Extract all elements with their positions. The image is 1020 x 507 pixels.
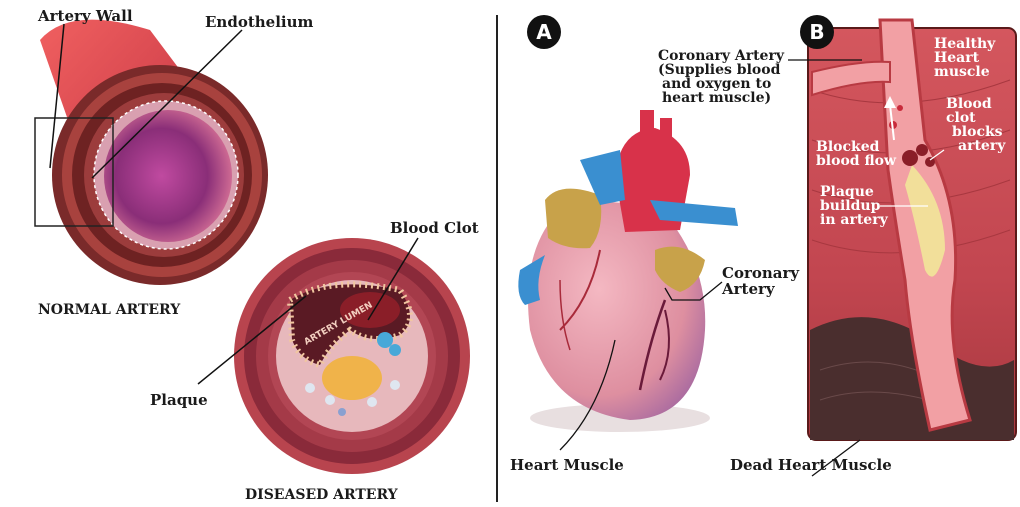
heart-illustration [518,110,738,432]
label-diseased-artery: DISEASED ARTERY [245,487,398,503]
label-dead-heart-muscle: Dead Heart Muscle [730,457,892,473]
label-heart-muscle: Heart Muscle [510,457,624,473]
badge-a: A [527,15,561,49]
normal-artery-illustration [35,20,268,285]
label-blood-clot: Blood Clot [390,220,479,236]
label-plaque: Plaque [150,392,208,408]
badge-b: B [800,15,834,49]
label-artery-wall: Artery Wall [38,8,133,24]
label-normal-artery: NORMAL ARTERY [38,302,180,318]
diseased-artery-illustration [234,238,470,474]
artery-closeup-panel [808,20,1016,440]
label-endothelium: Endothelium [205,14,313,30]
